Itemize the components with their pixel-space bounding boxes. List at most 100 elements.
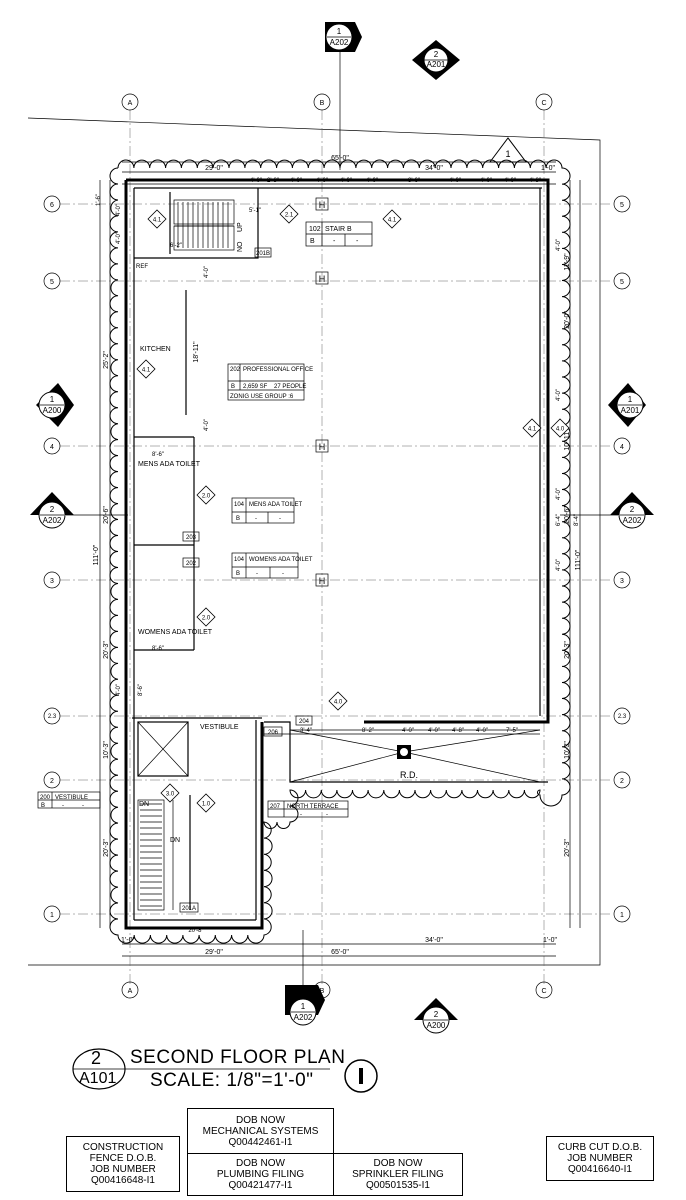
keynote-diamond bbox=[136, 359, 156, 379]
keynote-label: 1.0 bbox=[202, 802, 211, 808]
property-line bbox=[27, 117, 601, 966]
svg-text:-: - bbox=[300, 812, 302, 818]
section-marker-right-2[interactable]: 2 A202 bbox=[560, 492, 654, 529]
svg-text:5: 5 bbox=[620, 202, 624, 209]
room-tag-mens-toilet: 104 MENS ADA TOILET B - - bbox=[231, 497, 302, 524]
svg-text:1: 1 bbox=[628, 395, 633, 404]
svg-text:7'-5": 7'-5" bbox=[506, 728, 518, 734]
svg-text:1: 1 bbox=[620, 912, 624, 919]
svg-text:-: - bbox=[62, 803, 64, 809]
svg-text:3: 3 bbox=[50, 578, 54, 585]
svg-text:1'-0": 1'-0" bbox=[541, 165, 555, 172]
section-marker-bottom-1[interactable]: 1 A202 bbox=[285, 930, 325, 1026]
svg-text:4'-0": 4'-0" bbox=[290, 178, 302, 184]
svg-text:A201: A201 bbox=[427, 60, 446, 69]
keynote-label: 2.0 bbox=[202, 494, 211, 500]
svg-text:4'-0": 4'-0" bbox=[204, 266, 210, 278]
section-marker-left-1[interactable]: 1 A200 bbox=[36, 383, 74, 427]
section-marker-right-1[interactable]: 1 A201 bbox=[608, 383, 646, 427]
grid-bubble-b-bottom: B bbox=[320, 988, 325, 995]
title-detail-number: 2 bbox=[91, 1048, 102, 1068]
svg-text:6: 6 bbox=[50, 202, 54, 209]
svg-text:1: 1 bbox=[505, 149, 510, 159]
info-box-mechanical: DOB NOW MECHANICAL SYSTEMS Q00442461-I1 bbox=[187, 1108, 334, 1155]
svg-text:201A: 201A bbox=[182, 906, 196, 912]
svg-text:29'-0": 29'-0" bbox=[205, 949, 223, 956]
svg-text:-: - bbox=[82, 803, 84, 809]
svg-text:2: 2 bbox=[620, 778, 624, 785]
keynote-label: 4.1 bbox=[142, 368, 151, 374]
keynote-label: 4.1 bbox=[528, 427, 537, 433]
svg-text:200: 200 bbox=[40, 795, 51, 801]
room-tag-professional-office: 202 PROFESSIONAL OFFICE B 2,659 SF 27 PE… bbox=[227, 363, 313, 401]
svg-text:4: 4 bbox=[50, 444, 54, 451]
svg-text:10'-11": 10'-11" bbox=[564, 429, 571, 451]
column-markers: H H H H bbox=[315, 197, 329, 587]
svg-text:34'-0": 34'-0" bbox=[425, 937, 443, 944]
section-marker-top-2[interactable]: 2 A201 bbox=[412, 40, 460, 80]
svg-text:4'-8": 4'-8" bbox=[529, 178, 541, 184]
keynote-diamond bbox=[522, 418, 542, 438]
svg-text:A202: A202 bbox=[294, 1013, 313, 1022]
svg-text:20'-0": 20'-0" bbox=[564, 311, 571, 329]
svg-text:1: 1 bbox=[337, 27, 342, 36]
title-sheet: A101 bbox=[79, 1070, 117, 1087]
keynote-label: 4.1 bbox=[388, 218, 397, 224]
top-dimensions: 65'-0" 29'-0" 34'-0" 1'-0" 4'-0" 2'-8" 4… bbox=[122, 155, 556, 185]
stair-treads-bottom bbox=[140, 803, 162, 907]
building-walls bbox=[124, 178, 550, 930]
svg-text:3: 3 bbox=[620, 578, 624, 585]
revision-cloud bbox=[109, 159, 571, 944]
svg-text:5: 5 bbox=[50, 279, 54, 286]
svg-text:27 PEOPLE: 27 PEOPLE bbox=[274, 384, 306, 390]
svg-text:DN: DN bbox=[170, 837, 180, 844]
svg-text:-: - bbox=[255, 516, 257, 522]
mens-room-label: MENS ADA TOILET bbox=[138, 461, 201, 468]
section-marker-bottom-2[interactable]: 2 A200 bbox=[414, 998, 458, 1034]
svg-text:2: 2 bbox=[50, 778, 54, 785]
svg-text:4'-0": 4'-0" bbox=[116, 232, 122, 244]
svg-text:4'-0": 4'-0" bbox=[556, 559, 562, 571]
section-marker-left-2[interactable]: 2 A202 bbox=[30, 492, 128, 529]
svg-text:H: H bbox=[319, 274, 326, 284]
svg-text:2.3: 2.3 bbox=[618, 714, 627, 720]
svg-text:-: - bbox=[256, 571, 258, 577]
svg-text:20'-6": 20'-6" bbox=[103, 506, 110, 524]
svg-text:201B: 201B bbox=[256, 251, 270, 257]
svg-text:2,659 SF: 2,659 SF bbox=[243, 384, 268, 390]
svg-text:2: 2 bbox=[630, 505, 635, 514]
terrace-dimensions: 3'-4" 8'-2" 4'-0" 4'-0" 4'-8" 4'-0" 7'-5… bbox=[264, 728, 540, 735]
section-marker-top-1[interactable]: 1 A202 bbox=[325, 22, 362, 170]
svg-text:18'-11": 18'-11" bbox=[193, 341, 200, 363]
svg-text:20'-3": 20'-3" bbox=[103, 839, 110, 857]
keynote-label: 4.0 bbox=[556, 427, 565, 433]
info-box-curb-cut: CURB CUT D.O.B. JOB NUMBER Q00416640-I1 bbox=[546, 1136, 654, 1181]
svg-text:203: 203 bbox=[186, 535, 197, 541]
title-bubble bbox=[72, 1048, 330, 1090]
svg-text:20'-3": 20'-3" bbox=[103, 641, 110, 659]
svg-text:34'-0": 34'-0" bbox=[425, 165, 443, 172]
svg-text:ZONIG USE GROUP :6: ZONIG USE GROUP :6 bbox=[230, 394, 294, 400]
svg-text:2.3: 2.3 bbox=[48, 714, 57, 720]
title-scale: SCALE: 1/8"=1'-0" bbox=[150, 1070, 314, 1091]
svg-text:4'-0": 4'-0" bbox=[250, 178, 262, 184]
svg-text:4'-0": 4'-0" bbox=[556, 488, 562, 500]
grid-bubble-a-bottom: A bbox=[128, 988, 133, 995]
svg-text:11'-9": 11'-9" bbox=[564, 253, 571, 271]
room-tag-stair-b: 102 STAIR B B - - bbox=[305, 221, 373, 247]
stair-treads-top bbox=[177, 202, 229, 248]
svg-text:2'-8": 2'-8" bbox=[267, 178, 279, 184]
svg-text:5: 5 bbox=[620, 279, 624, 286]
svg-text:NO: NO bbox=[237, 241, 244, 252]
svg-text:4'-0": 4'-0" bbox=[449, 178, 461, 184]
grid-bubble-a-top: A bbox=[128, 100, 133, 107]
svg-text:111'-0": 111'-0" bbox=[575, 549, 582, 570]
ref-label: REF bbox=[136, 264, 148, 270]
svg-text:4'-0": 4'-0" bbox=[402, 728, 414, 734]
svg-text:MENS ADA TOILET: MENS ADA TOILET bbox=[249, 502, 302, 508]
svg-text:A202: A202 bbox=[623, 516, 642, 525]
room-tag-north-terrace: 207 NORTH TERRACE - - bbox=[267, 800, 349, 818]
stair-b-treads bbox=[173, 199, 235, 251]
svg-text:1: 1 bbox=[301, 1002, 306, 1011]
